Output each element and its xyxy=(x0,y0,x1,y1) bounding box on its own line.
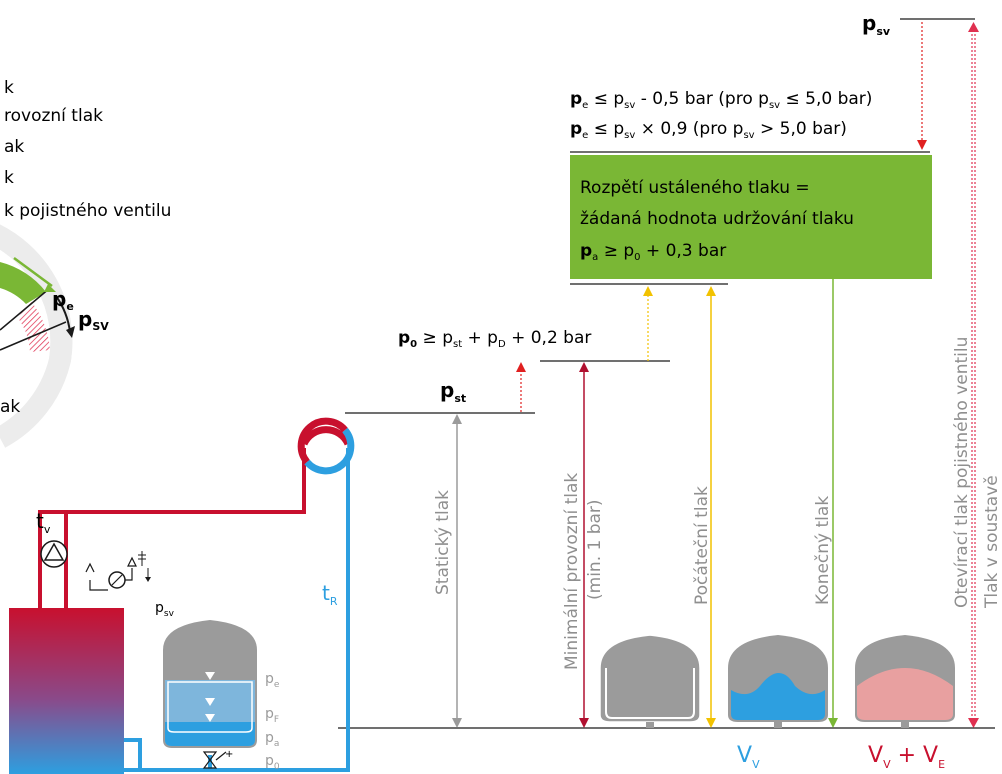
vessel-empty xyxy=(599,634,701,728)
initial-pressure-label: Počáteční tlak xyxy=(692,486,712,605)
green-box-pa-formula: pa ≥ p0 + 0,3 bar xyxy=(580,241,726,263)
svg-text:psv: psv xyxy=(862,11,891,38)
final-pressure-label: Konečný tlak xyxy=(813,496,833,605)
vessel-pf-label: pF xyxy=(265,706,279,725)
gauge-pe-label: pe xyxy=(52,287,74,313)
pe-formula-2: pe ≤ psv × 0,9 (pro psv > 5,0 bar) xyxy=(570,119,847,141)
pressure-gauge: pe pSV ak xyxy=(0,224,109,448)
vessel-pe-label: pe xyxy=(265,671,280,690)
legend-list: k rovozní tlak ak k k pojistného ventilu xyxy=(4,78,171,221)
final-pressure-arrow xyxy=(828,279,838,728)
vessel-pa-label: pa xyxy=(265,730,279,749)
min-operating-pressure-arrow xyxy=(579,362,589,728)
green-box-line-1: Rozpětí ustáleného tlaku = xyxy=(580,178,810,198)
static-pressure-arrow xyxy=(452,414,462,728)
pe-formula-1: pe ≤ psv - 0,5 bar (pro psv ≤ 5,0 bar) xyxy=(570,89,872,111)
gauge-psv-label: pSV xyxy=(78,307,109,333)
top-psv-label: psv xyxy=(862,11,975,38)
system-pressure-label: Tlak v soustavě xyxy=(982,475,1002,609)
min-operating-pressure-note: (min. 1 bar) xyxy=(585,499,605,600)
heating-system xyxy=(9,417,355,774)
legend-item-3: ak xyxy=(4,137,24,157)
vessel-initial xyxy=(728,635,828,728)
vessel-final xyxy=(855,635,955,728)
pe-dotted-arrow xyxy=(917,22,927,150)
gauge-partial-label: ak xyxy=(0,397,20,417)
legend-item-1: k xyxy=(4,78,14,98)
expansion-vessel-schematic: + xyxy=(163,620,257,769)
static-pressure-label: Statický tlak xyxy=(433,490,453,595)
svg-text:+: + xyxy=(225,749,233,760)
legend-item-2: rovozní tlak xyxy=(4,106,103,126)
volume-vv-ve-label: VV + VE xyxy=(868,743,945,771)
volume-vv-label: VV xyxy=(737,743,760,771)
p0-to-pa-dotted-arrow xyxy=(643,286,653,361)
pst-to-p0-dotted-arrow xyxy=(516,362,526,412)
legend-item-4: k xyxy=(4,168,14,188)
pst-label: pst xyxy=(440,378,466,405)
tv-label: tv xyxy=(36,509,51,536)
relief-valve-pressure-label: Otevírací tlak pojistného ventilu xyxy=(952,337,972,608)
steady-pressure-box xyxy=(570,155,932,279)
psv-small-label: psv xyxy=(155,600,175,619)
tr-label: tR xyxy=(322,581,338,608)
legend-item-5: k pojistného ventilu xyxy=(4,201,171,221)
relief-pressure-arrow xyxy=(968,22,979,728)
initial-pressure-arrow xyxy=(706,286,716,728)
vessel-p0-label: p0 xyxy=(265,753,280,772)
p0-formula: p0 ≥ pst + pD + 0,2 bar xyxy=(398,328,591,350)
min-operating-pressure-label: Minimální provozní tlak xyxy=(562,473,582,670)
green-box-line-2: žádaná hodnota udržování tlaku xyxy=(580,209,854,229)
